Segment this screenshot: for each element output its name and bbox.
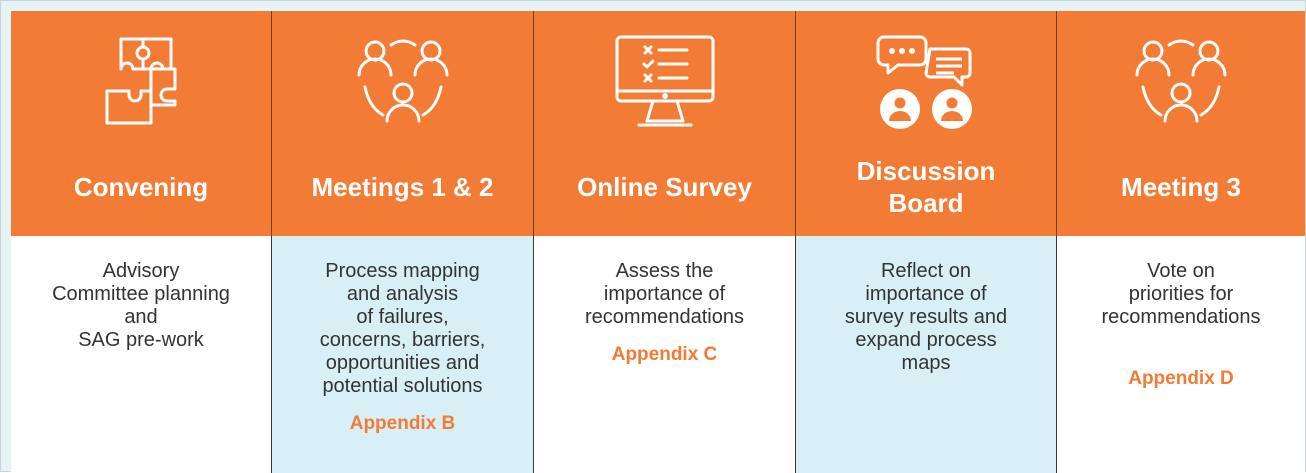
description-line: importance of — [865, 283, 987, 305]
people-cycle-icon — [272, 11, 533, 143]
description-line: concerns, barriers, — [319, 329, 486, 351]
column-body-discussion-board: Reflect on importance of survey results … — [796, 236, 1057, 473]
column-body-meetings-1-2: Process mapping and analysis of failures… — [272, 236, 534, 473]
column-header-discussion-board: Discussion Board — [796, 11, 1057, 236]
description-line: maps — [901, 352, 951, 374]
column-header-online-survey: Online Survey — [534, 11, 796, 236]
description-line: and — [124, 306, 158, 328]
process-table: Convening Meetin — [11, 11, 1305, 473]
description-line: recommendations — [585, 306, 744, 328]
description-line: Reflect on — [880, 260, 972, 282]
appendix-label: Appendix C — [611, 344, 718, 365]
puzzle-icon — [11, 11, 271, 143]
column-header-meeting-3: Meeting 3 — [1057, 11, 1305, 236]
description-line: SAG pre-work — [78, 329, 204, 351]
chat-users-icon — [796, 11, 1056, 143]
column-title: Meeting 3 — [1121, 171, 1241, 202]
description-line: Process mapping — [325, 260, 480, 282]
column-body-meeting-3: Vote on priorities for recommendations A… — [1057, 236, 1305, 473]
description-line: and analysis — [346, 283, 459, 305]
description-line: Committee planning — [52, 283, 230, 305]
column-title: Convening — [73, 171, 209, 202]
description-line: of failures, — [356, 306, 449, 328]
column-title: Discussion Board — [856, 155, 996, 218]
description-line: importance of — [603, 283, 726, 305]
description-line: Assess the — [615, 260, 714, 282]
people-cycle-icon — [1057, 11, 1305, 143]
column-body-online-survey: Assess the importance of recommendations… — [534, 236, 796, 473]
column-title: Online Survey — [577, 171, 752, 202]
description-line: survey results and — [844, 306, 1008, 328]
description-line: Vote on — [1147, 260, 1215, 282]
column-header-convening: Convening — [11, 11, 272, 236]
description-line: potential solutions — [322, 375, 483, 397]
appendix-label: Appendix D — [1128, 368, 1234, 389]
column-body-convening: Advisory Committee planning and SAG pre-… — [11, 236, 272, 473]
column-header-meetings-1-2: Meetings 1 & 2 — [272, 11, 534, 236]
appendix-label: Appendix B — [349, 413, 456, 434]
description-line: priorities for — [1128, 283, 1234, 305]
monitor-checklist-icon — [534, 11, 795, 143]
description-line: opportunities and — [325, 352, 480, 374]
description-line: Advisory — [102, 260, 180, 282]
description-line: recommendations — [1101, 306, 1261, 328]
description-line: expand process — [855, 329, 997, 351]
column-title: Meetings 1 & 2 — [311, 171, 494, 202]
